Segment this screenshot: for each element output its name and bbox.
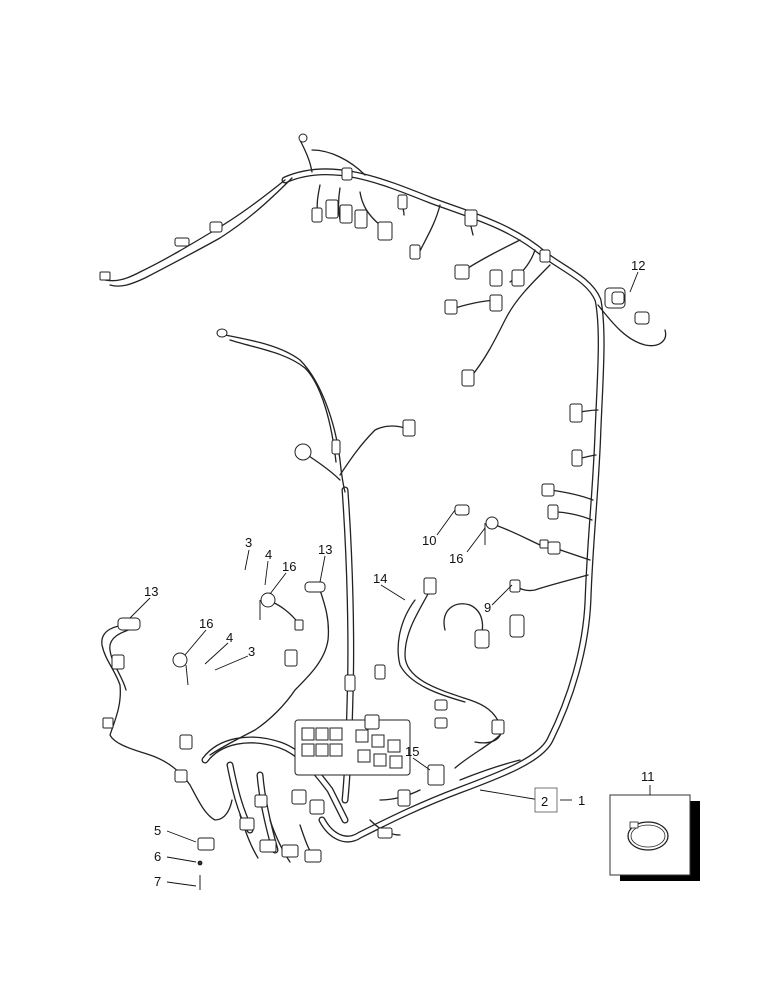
callout-10: 10: [422, 533, 436, 548]
callout-3: 3: [248, 644, 255, 659]
item-11-panel: [609, 785, 700, 881]
callout-3: 3: [245, 535, 252, 550]
callout-1: 1: [578, 793, 585, 808]
connectors: [99, 133, 650, 890]
callout-4: 4: [265, 547, 272, 562]
callout-16: 16: [199, 616, 213, 631]
callout-15: 15: [405, 744, 419, 759]
callout-6: 6: [154, 849, 161, 864]
relay-grid: [301, 727, 403, 769]
callout-2: 2: [541, 794, 548, 809]
callout-14: 14: [373, 571, 387, 586]
leader-lines: [129, 271, 639, 887]
callout-11: 11: [641, 769, 655, 784]
callout-2-box: [534, 787, 558, 813]
callout-12: 12: [631, 258, 645, 273]
callout-9: 9: [484, 600, 491, 615]
callout-16: 16: [449, 551, 463, 566]
callout-13: 13: [318, 542, 332, 557]
callout-labels: 1 2 3 3 4 4 5 6 7 9 10 11 12 13 13 14 15…: [144, 258, 655, 889]
callout-4: 4: [226, 630, 233, 645]
callout-13: 13: [144, 584, 158, 599]
callout-7: 7: [154, 874, 161, 889]
callout-5: 5: [154, 823, 161, 838]
callout-16: 16: [282, 559, 296, 574]
